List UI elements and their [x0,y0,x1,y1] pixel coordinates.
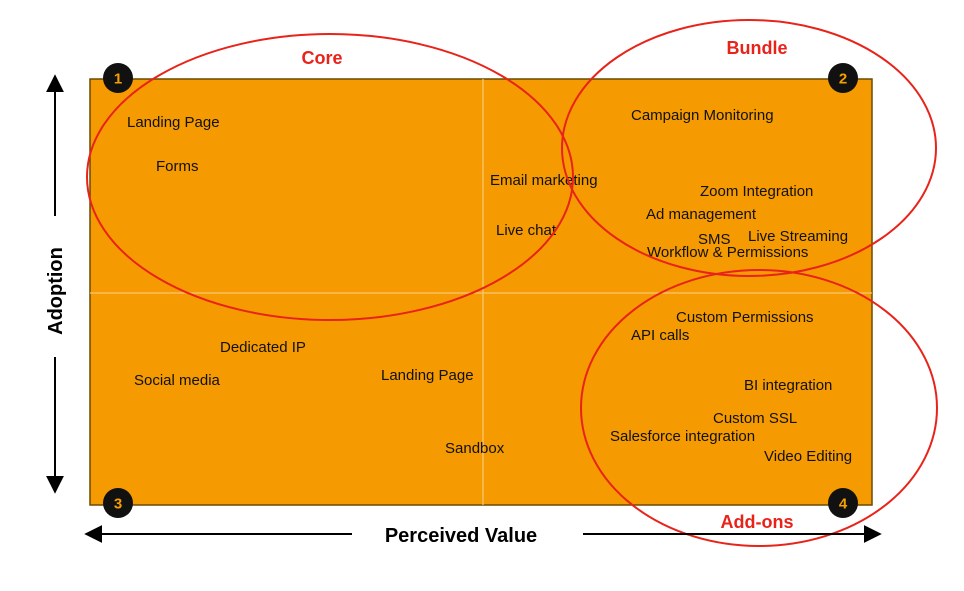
feature-label: Landing Page [381,367,474,384]
feature-label: Campaign Monitoring [631,107,774,124]
cluster-label-core: Core [301,48,342,68]
quadrant-badge-3: 3 [103,488,133,518]
feature-label: SMS [698,231,731,248]
quadrant-badge-number: 2 [839,71,847,88]
add-ons-cluster-ellipse [580,269,938,547]
feature-label: Live Streaming [748,228,848,245]
bundle-cluster-ellipse [561,19,937,277]
feature-label: Sandbox [445,440,505,457]
feature-label: Zoom Integration [700,183,813,200]
matrix-plot-area [89,78,873,506]
quadrant-badge-circle [828,488,858,518]
quadrant-badge-number: 4 [839,496,848,513]
quadrant-badge-1: 1 [103,63,133,93]
feature-label: Salesforce integration [610,428,755,445]
quadrant-badge-number: 1 [114,71,122,88]
feature-label: Dedicated IP [220,339,306,356]
quadrant-badge-circle [103,488,133,518]
feature-label: Social media [134,372,221,389]
feature-label: Video Editing [764,448,852,465]
feature-label: Ad management [646,206,757,223]
feature-label: Landing Page [127,114,220,131]
cluster-label-bundle: Bundle [727,38,788,58]
feature-label: Custom SSL [713,410,797,427]
feature-label: Email marketing [490,172,598,189]
feature-label: Live chat [496,222,557,239]
feature-label: Workflow & Permissions [647,244,808,261]
quadrant-badge-number: 3 [114,496,122,513]
x-axis-title: Perceived Value [385,525,537,547]
quadrant-badge-4: 4 [828,488,858,518]
feature-label: API calls [631,327,689,344]
cluster-label-add-ons: Add-ons [721,512,794,532]
core-cluster-ellipse [86,33,574,321]
quadrant-badge-circle [828,63,858,93]
y-axis-title: Adoption [45,247,67,335]
quadrant-badge-2: 2 [828,63,858,93]
feature-label: BI integration [744,377,832,394]
feature-label: Forms [156,158,199,175]
quadrant-badge-circle [103,63,133,93]
feature-label: Custom Permissions [676,309,814,326]
